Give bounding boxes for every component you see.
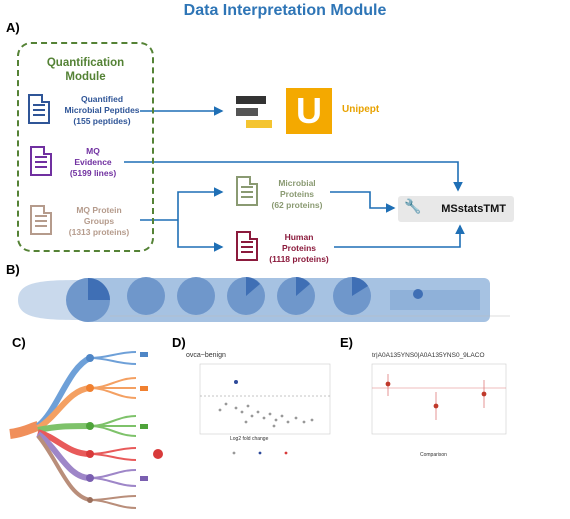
unipept-logo: U bbox=[286, 88, 332, 134]
plot-e-xlabel: Comparison bbox=[420, 452, 447, 458]
quantification-module-title: Quantification Module bbox=[46, 57, 125, 83]
human-proteins-label: Human Proteins (1118 proteins) bbox=[269, 232, 329, 264]
plot-d-title: ovca~benign bbox=[186, 352, 226, 359]
wrench-icon: 🔧 bbox=[404, 198, 422, 214]
evidence-document-icon bbox=[30, 146, 52, 176]
comparison-plot bbox=[371, 363, 507, 435]
page-title: Data Interpretation Module bbox=[183, 2, 387, 19]
quantification-module-box bbox=[17, 42, 154, 252]
pathway-tree bbox=[9, 351, 163, 509]
evidence-label: MQ Evidence (5199 lines) bbox=[69, 146, 117, 178]
unipept-label: Unipept bbox=[342, 104, 380, 115]
protein-groups-label: MQ Protein Groups (1313 proteins) bbox=[68, 205, 130, 237]
panel-label-a: A) bbox=[6, 20, 20, 35]
microbial-proteins-label: Microbial Proteins (62 proteins) bbox=[271, 178, 323, 210]
protein-groups-document-icon bbox=[30, 205, 52, 235]
peptides-label: Quantified Microbial Peptides (155 pepti… bbox=[64, 94, 140, 126]
plot-d-xlabel: Log2 fold change bbox=[230, 436, 269, 442]
taxonomy-treeview bbox=[18, 277, 510, 322]
panel-label-d: D) bbox=[172, 335, 186, 350]
volcano-plot bbox=[199, 363, 331, 456]
panel-label-e: E) bbox=[340, 335, 353, 350]
msstats-box: MSstatsTMT bbox=[398, 196, 514, 222]
unipept-bars-icon bbox=[236, 96, 272, 128]
panel-label-b: B) bbox=[6, 262, 20, 277]
panel-label-c: C) bbox=[12, 335, 26, 350]
peptides-document-icon bbox=[28, 94, 50, 124]
microbial-proteins-document-icon bbox=[236, 176, 258, 206]
plot-e-title: tr|A0A135YNS0|A0A135YNS0_9LACO bbox=[372, 352, 485, 359]
human-proteins-document-icon bbox=[236, 231, 258, 261]
